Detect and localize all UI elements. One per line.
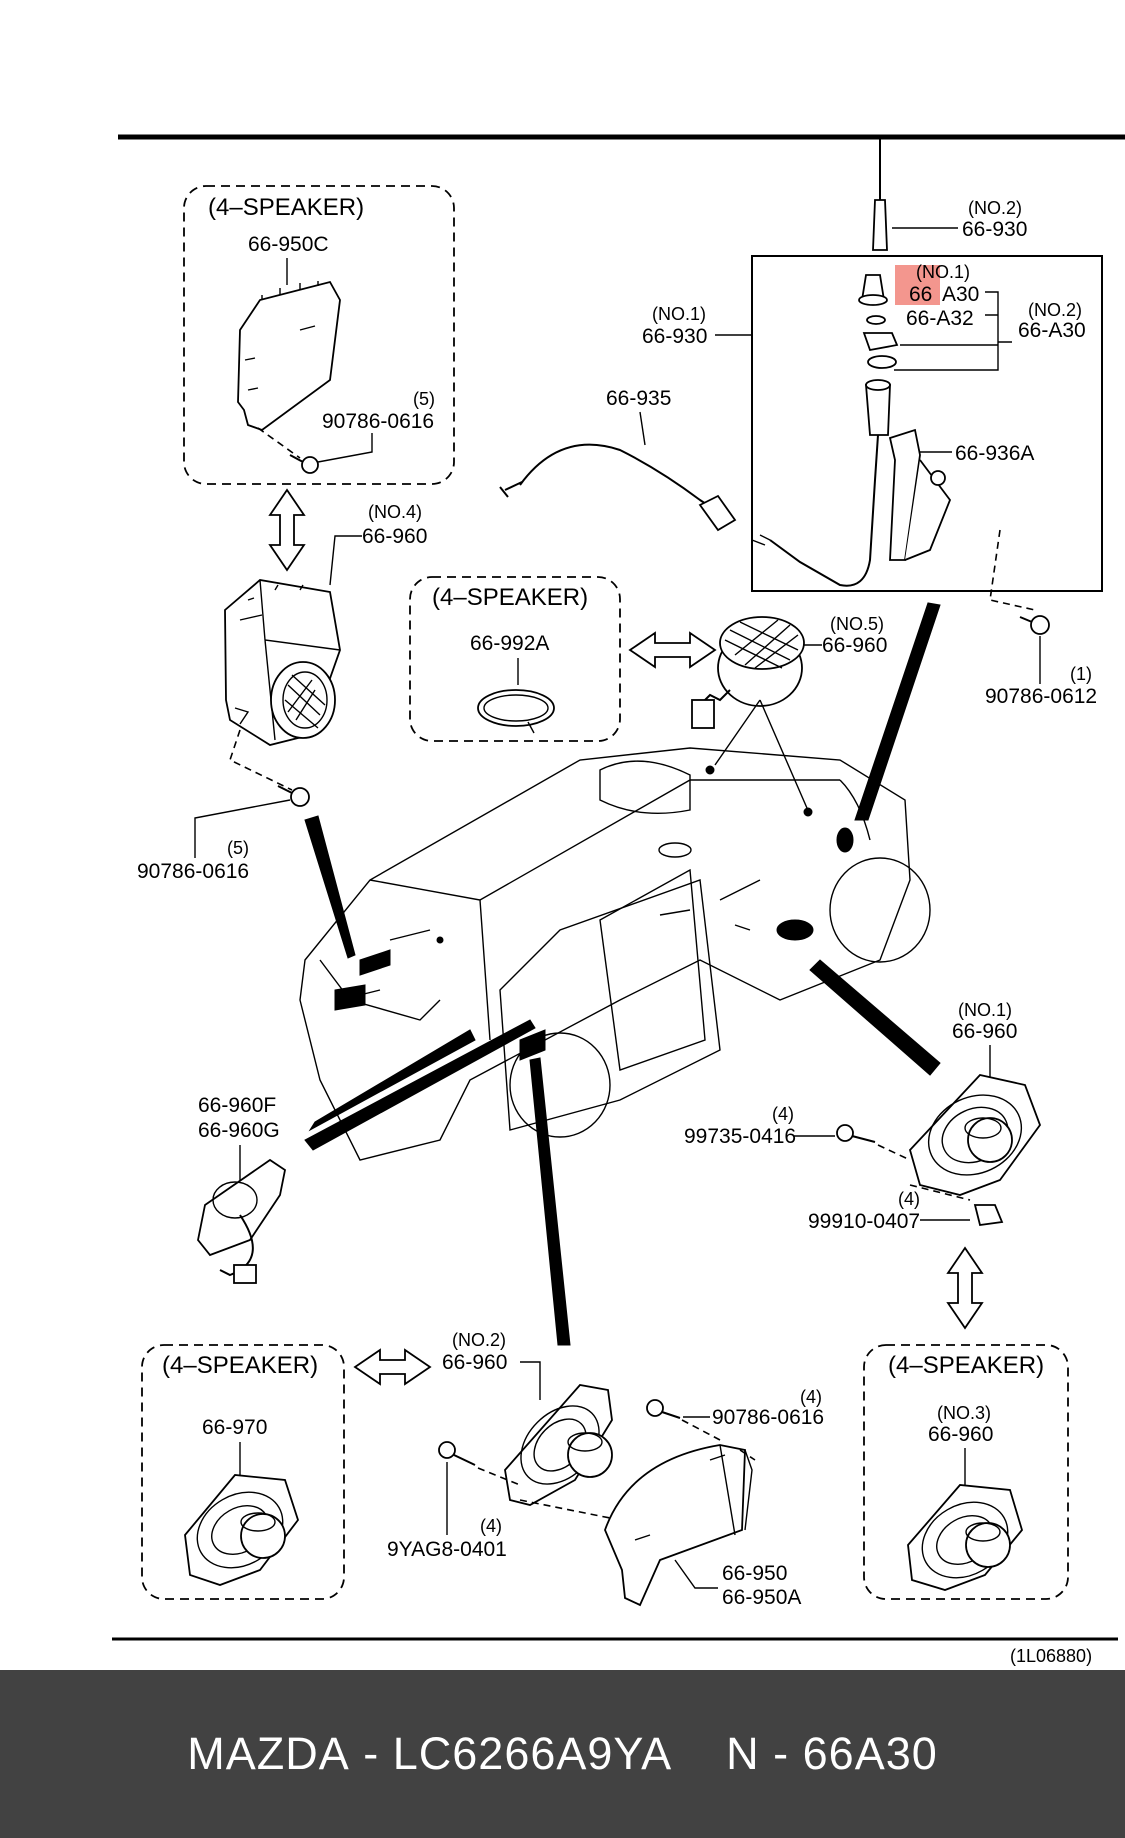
label-no5: (NO.5) [830,614,884,634]
group-box-bottom-right [863,1344,1069,1600]
label-qty-5-top: (5) [413,389,435,409]
speaker-ring-66-992a [477,689,555,734]
ref-letter: N [726,1728,760,1779]
speaker-66-970 [184,1474,300,1586]
label-qty-4-0407: (4) [898,1189,920,1209]
speaker-no3 [907,1484,1023,1591]
antenna-cable-66-935 [499,443,737,532]
bolt-90786-0616-bottom [646,1399,681,1419]
speaker-box-no4 [224,579,341,746]
label-no1-cap: (NO.1) [916,262,970,282]
group-title-bottom-left: (4–SPEAKER) [162,1352,318,1379]
label-90786-0616-top: 90786-0616 [322,410,434,433]
antenna-cap-parts [858,274,899,436]
label-qty-4-9yag: (4) [480,1516,502,1536]
label-no4: (NO.4) [368,502,422,522]
bolt-90786-0616-top [289,454,319,474]
label-66-960f: 66-960F [198,1094,276,1117]
amplifier-bracket-drawing [237,280,341,432]
label-no2-spk-part: 66-960 [442,1351,507,1374]
swap-arrow-horizontal-mid [628,631,717,669]
label-66-950a: 66-950A [722,1586,801,1609]
label-66-935: 66-935 [606,387,671,410]
vehicle-outline [299,747,931,1161]
separator: - [773,1728,790,1779]
bolt-90786-0612 [1019,615,1050,635]
label-66-936a: 66-936A [955,442,1034,465]
label-66-950: 66-950 [722,1562,787,1585]
location-marks [334,765,854,1061]
label-no2-antenna-part: 66-930 [962,218,1027,241]
speaker-no2 [504,1384,613,1506]
label-66-950c: 66-950C [248,233,329,256]
bolt-90786-0616-left [277,785,310,807]
swap-arrow-vertical-left [268,488,306,572]
label-66-970: 66-970 [202,1416,267,1439]
group-title-top-left: (4–SPEAKER) [208,194,364,221]
label-66-992a: 66-992A [470,632,549,655]
label-90786-0616-left: 90786-0616 [137,860,249,883]
label-qty-1: (1) [1070,664,1092,684]
swap-arrow-vertical-right [946,1246,984,1330]
speaker-bracket-66-950 [604,1444,753,1607]
label-66-960g: 66-960G [198,1119,280,1142]
label-66-a32: 66-A32 [906,307,974,330]
label-no1-spk-part: 66-960 [952,1020,1017,1043]
figure-code: (1L06880) [1010,1646,1092,1666]
label-99735-0416: 99735-0416 [684,1125,796,1148]
antenna-bracket-66-936a [888,428,952,561]
label-no1-cap-suffix: A30 [942,283,979,306]
antenna-mast [872,135,888,251]
screw-9yag8-0401 [438,1441,476,1466]
tweeter-no5 [691,616,805,729]
part-number-banner: MAZDA - LC6266A9YA N - 66A30 [0,1670,1125,1838]
screw-99735-0416 [836,1124,876,1143]
label-qty-4-0616b: (4) [800,1387,822,1407]
label-no3-part: 66-960 [928,1423,993,1446]
label-no1-antenna-part: 66-930 [642,325,707,348]
tweeter-66-960fg [197,1158,287,1284]
highlight-66-a30 [895,265,940,305]
group-box-top-left [183,185,455,485]
part-number: LC6266A9YA [392,1728,673,1779]
ref-code: 66A30 [802,1728,938,1779]
label-9yag8-0401: 9YAG8-0401 [387,1538,507,1561]
label-no2-a30: (NO.2) [1028,300,1082,320]
label-no4-part: 66-960 [362,525,427,548]
antenna-group-box [751,255,1103,592]
label-no2-antenna: (NO.2) [968,198,1022,218]
label-no5-part: 66-960 [822,634,887,657]
part-number-text: MAZDA - LC6266A9YA N - 66A30 [187,1728,938,1780]
clip-99910-0407 [973,1204,1004,1227]
swap-arrow-horizontal-bottom [353,1348,432,1386]
label-no2-a30-part: 66-A30 [1018,319,1086,342]
separator: - [363,1728,380,1779]
parts-diagram: (4–SPEAKER) 66-950C (5) 90786-0616 (NO.4… [112,134,1125,1666]
label-no1-spk: (NO.1) [958,1000,1012,1020]
leader-lines [304,602,941,1346]
group-box-bottom-left [141,1344,345,1600]
group-box-mid [409,576,621,742]
label-99910-0407: 99910-0407 [808,1210,920,1233]
label-no1-cap-prefix: 66 [909,283,932,306]
label-no2-spk: (NO.2) [452,1330,506,1350]
label-90786-0612: 90786-0612 [985,685,1097,708]
label-no3: (NO.3) [937,1403,991,1423]
label-no1-antenna: (NO.1) [652,304,706,324]
group-title-mid: (4–SPEAKER) [432,584,588,611]
label-90786-0616-bottom: 90786-0616 [712,1406,824,1429]
group-title-bottom-right: (4–SPEAKER) [888,1352,1044,1379]
brand-name: MAZDA [187,1728,350,1779]
speaker-no1 [908,1074,1042,1196]
label-qty-4-0416: (4) [772,1104,794,1124]
label-qty-5-left: (5) [227,838,249,858]
